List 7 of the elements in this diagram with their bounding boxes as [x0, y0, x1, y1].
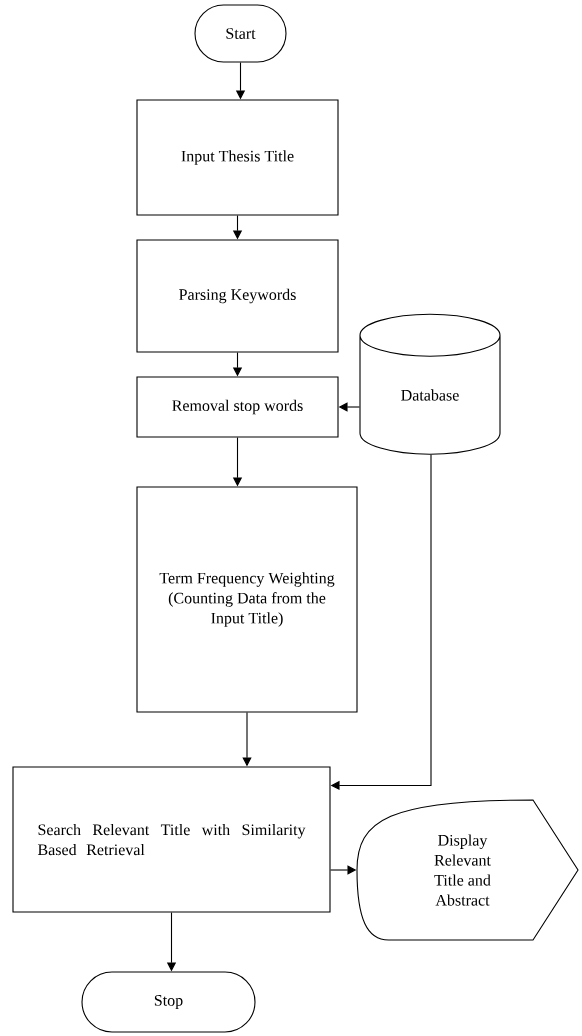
- process-box: Search Relevant Title with Similarity Based Retrieval: [12, 766, 331, 913]
- display-shape: Display Relevant Title and Abstract: [356, 799, 579, 941]
- database-cylinder: Database: [359, 313, 501, 455]
- process-box: Removal stop words: [136, 376, 339, 438]
- process-box: Term Frequency Weighting (Counting Data from the Input Title): [136, 486, 358, 713]
- process-box: Input Thesis Title: [136, 99, 339, 216]
- process-box: Parsing Keywords: [136, 239, 339, 353]
